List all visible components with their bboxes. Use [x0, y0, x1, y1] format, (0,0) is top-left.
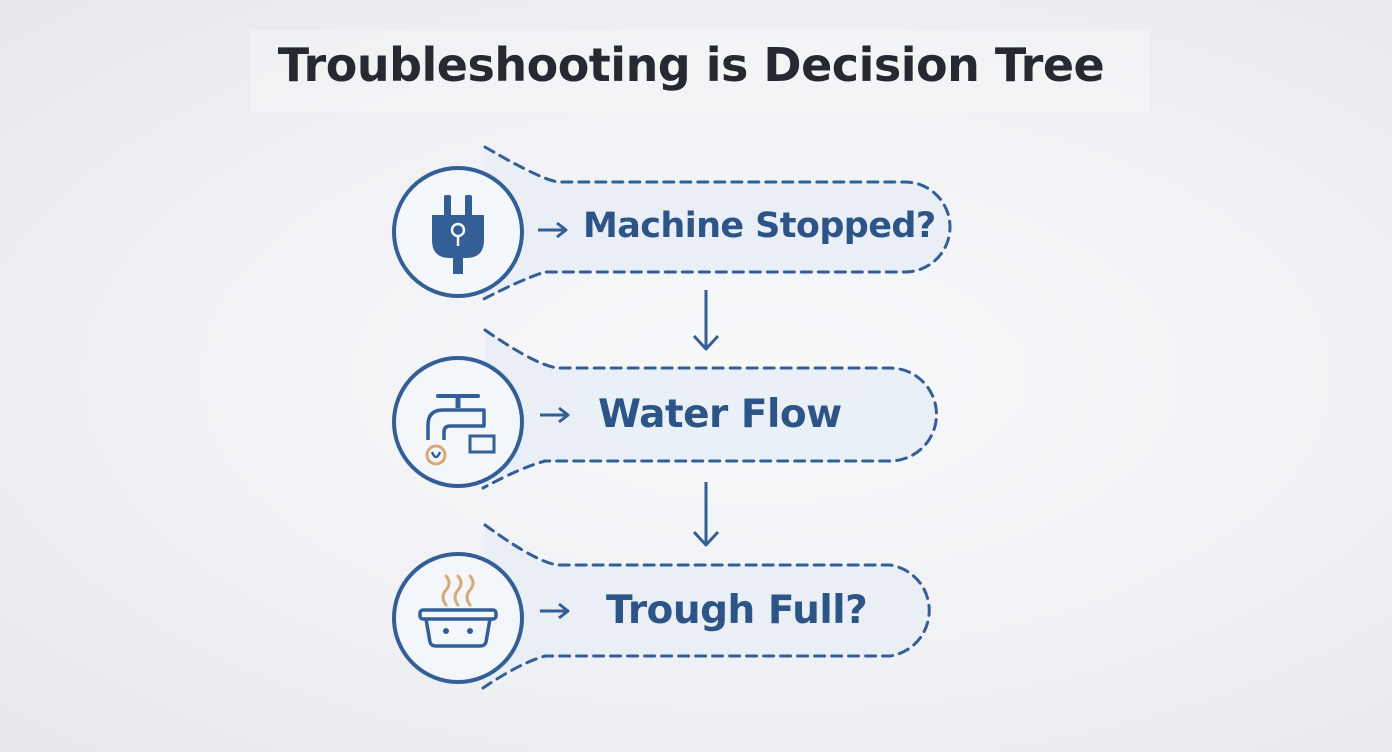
arrow-down-icon [692, 482, 720, 547]
arrow-down-icon [692, 290, 720, 351]
arrow-right-icon [540, 406, 570, 424]
page-title: Troubleshooting is Decision Tree [277, 38, 1105, 92]
arrow-right-icon [538, 221, 568, 239]
node-trough-full [392, 523, 931, 690]
arrow-right-icon [540, 602, 570, 620]
node-label-trough-full: Trough Full? [606, 588, 868, 633]
node-machine-stopped [392, 145, 952, 302]
plug-icon [432, 195, 484, 274]
title-band [250, 30, 1150, 112]
node-machine-stopped-pill [480, 145, 952, 302]
node-trough-full-pill [481, 523, 931, 690]
faucet-icon [425, 394, 496, 466]
node-water-flow-pill [481, 328, 938, 490]
node-water-flow-circle [392, 356, 524, 488]
trough-icon [418, 574, 498, 648]
node-label-water-flow: Water Flow [598, 392, 842, 437]
node-label-machine-stopped: Machine Stopped? [583, 206, 936, 246]
node-water-flow [392, 328, 938, 490]
